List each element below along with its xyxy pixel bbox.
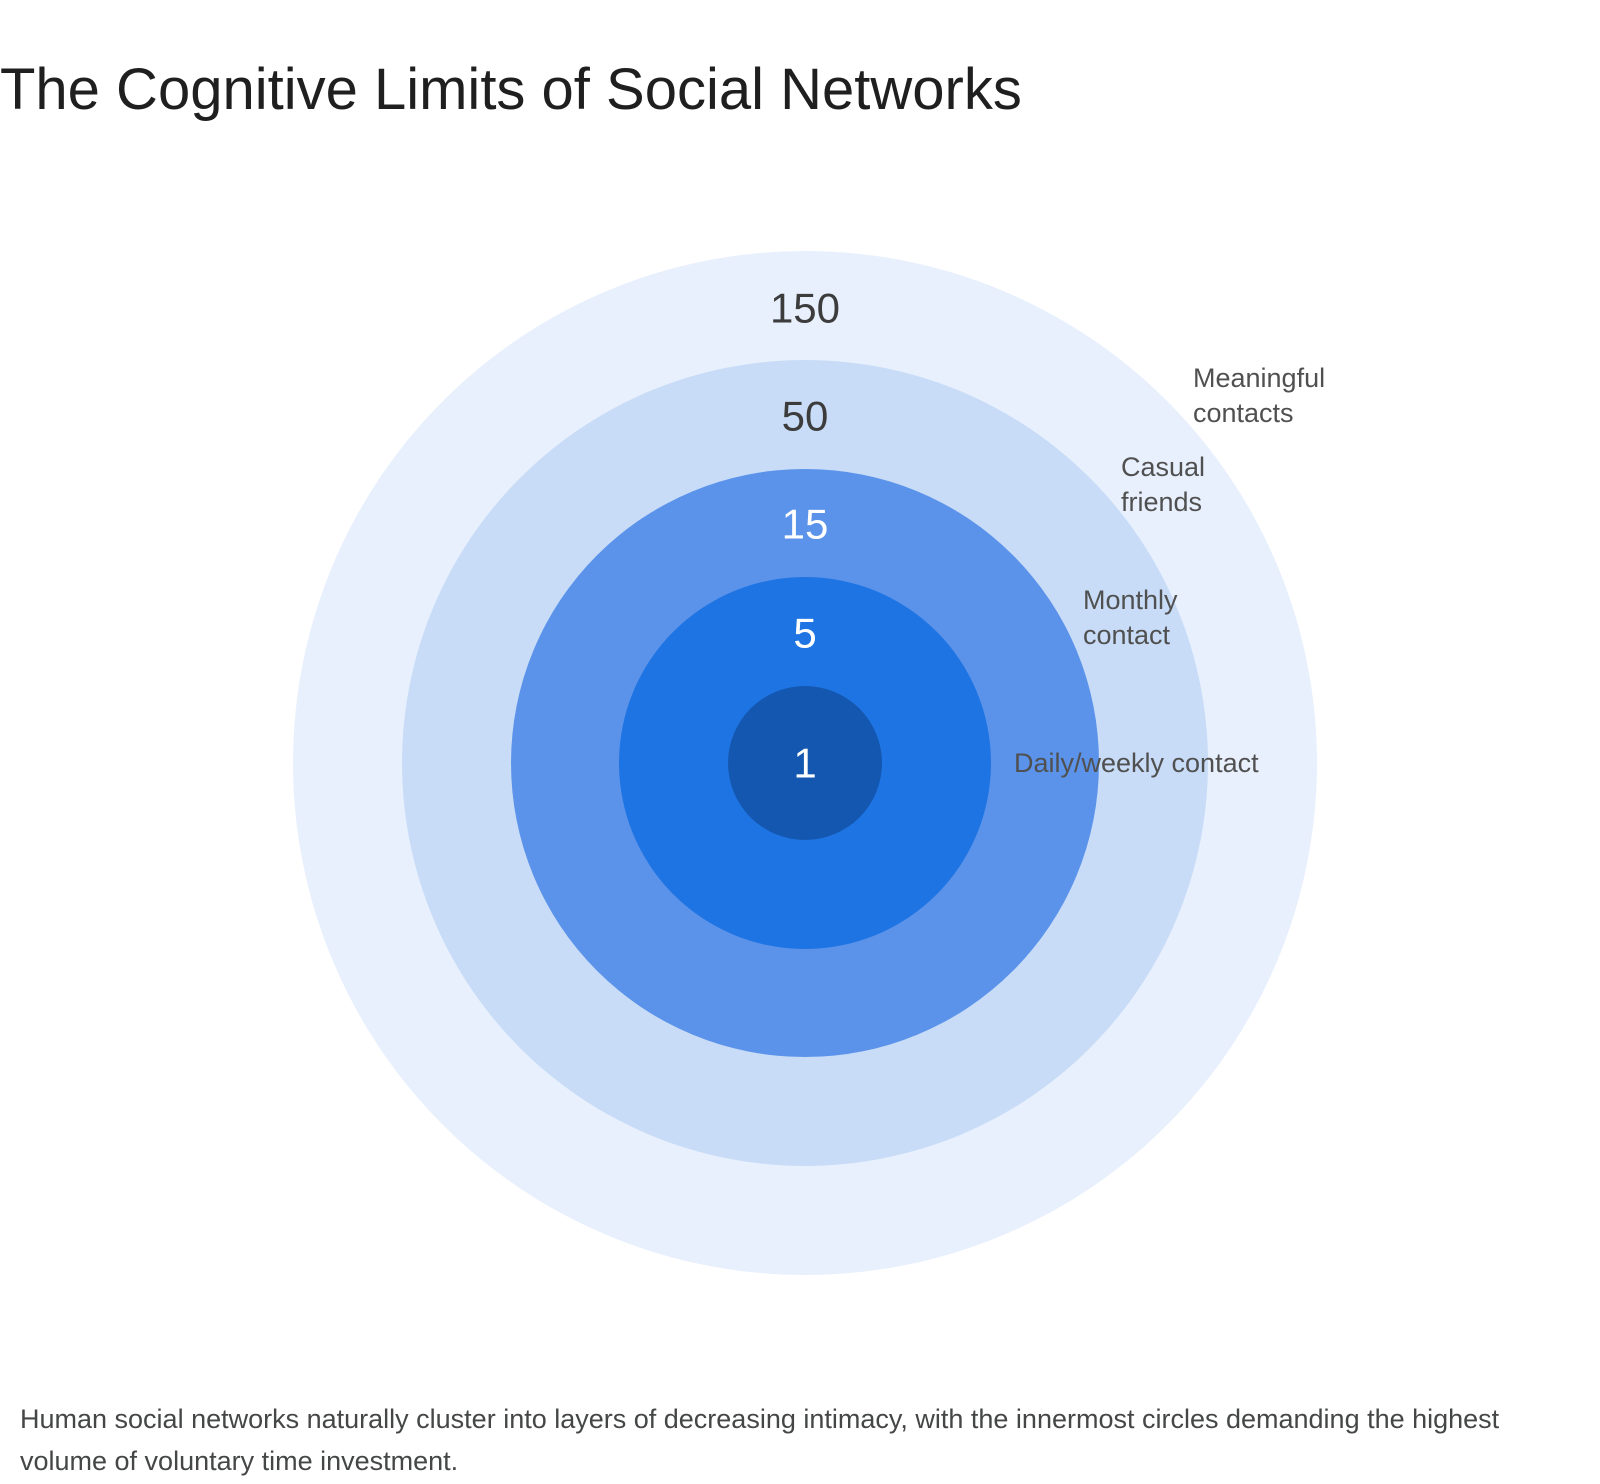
page-title: The Cognitive Limits of Social Networks <box>0 57 1022 122</box>
layer-description-line: contact <box>1083 620 1171 650</box>
layer-description-line: friends <box>1121 487 1202 517</box>
circle-layer-1 <box>728 686 882 840</box>
layer-description-line: Monthly <box>1083 585 1178 615</box>
layer-description-1: Daily/weekly contact <box>1014 748 1259 778</box>
layer-count-50: 50 <box>782 393 829 440</box>
layer-description-150: Meaningful contacts <box>1193 363 1325 428</box>
layer-count-15: 15 <box>782 501 829 548</box>
layer-count-1: 1 <box>793 740 816 787</box>
layer-description-line: Daily/weekly contact <box>1014 748 1259 778</box>
layer-description-15: Monthly contact <box>1083 585 1178 650</box>
layer-description-50: Casual friends <box>1121 452 1205 517</box>
layer-description-line: Meaningful <box>1193 363 1325 393</box>
layer-description-line: contacts <box>1193 398 1294 428</box>
layer-count-150: 150 <box>770 285 840 332</box>
layer-description-line: Casual <box>1121 452 1205 482</box>
layer-count-5: 5 <box>793 610 816 657</box>
caption: Human social networks naturally cluster … <box>20 1404 1500 1476</box>
